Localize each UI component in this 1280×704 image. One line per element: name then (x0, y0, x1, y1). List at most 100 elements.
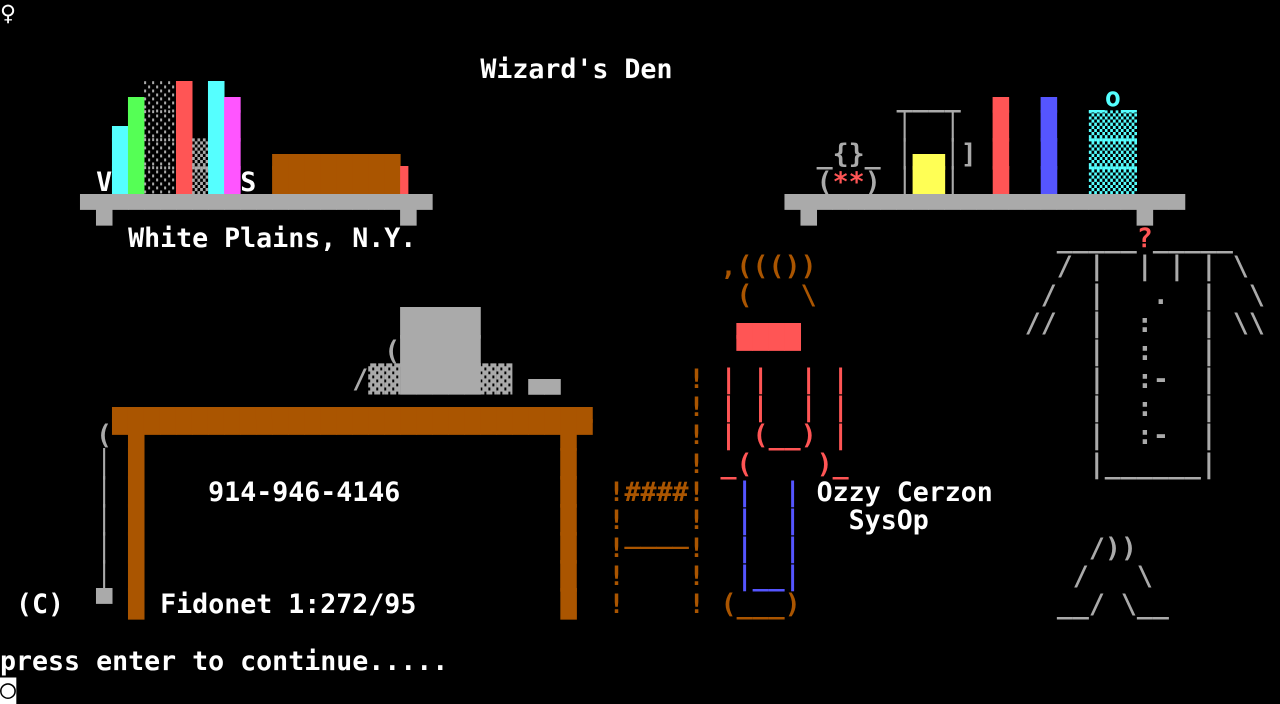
robe: / | | | | \ (1056, 251, 1249, 283)
terminal-row: ▄█░░█ ██ │ │ █ █ ▒▒▒ (0, 110, 1280, 142)
desk-leg: █ (560, 448, 577, 480)
computer-monitor: █████ (400, 364, 481, 396)
beaker-wall: │ (896, 166, 913, 198)
cp437-glyph-bottom-left: ◙ (0, 673, 17, 704)
wizard-leg: | (736, 476, 753, 508)
press-enter-prompt: press enter to continue..... (0, 645, 449, 677)
book: █ (208, 82, 225, 114)
cord: │ (96, 561, 113, 593)
book: █ (176, 82, 193, 114)
terminal-row: │ █ █ ! _( )_ |______| (0, 448, 1280, 480)
bottle-blue: █ (1040, 166, 1057, 198)
book: ▄ (224, 82, 241, 114)
wizard-leg: | (736, 504, 753, 536)
wizard-leg: | (736, 532, 753, 564)
terminal-row: ◙ (0, 673, 1280, 704)
beaker-wall: │ (944, 166, 961, 198)
bench: !####! (608, 476, 705, 508)
right-shelf: ▀█▀▀▀▀▀▀▀▀▀▀▀▀▀▀▀▀▀▀▀▀█▀▀ (784, 195, 1185, 227)
staff: ! (688, 448, 705, 480)
robe-shoulder: _____ (1056, 223, 1137, 255)
terminal-row: press enter to continue..... (0, 645, 1280, 677)
copyright: (C) (16, 589, 65, 621)
bottle-red: ▄ (992, 82, 1009, 114)
wizard-hair: \ (800, 279, 817, 311)
keyboard: ▄▄ (528, 364, 561, 396)
terminal-row: (█████ ▀▀▀▀ | : | (0, 335, 1280, 367)
terminal-row: ██░░█▒██ ▄▄▄▄▄▄▄▄ _{}_ │▄▄│] █ █ ▒▒▒ (0, 138, 1280, 170)
beaker-wall: │ (896, 138, 913, 170)
bottle-red: █ (992, 166, 1009, 198)
bottle-blue: █ (1040, 138, 1057, 170)
jar-body: ▒▒▒ (1088, 138, 1137, 170)
terminal-row: │ █ █ ! ! | | SysOp (0, 504, 1280, 536)
terminal-row: ▄░░█ █▄ ____ ▄ ▄ _o_ (0, 84, 1280, 112)
printer: ▓▓ (368, 364, 401, 396)
book: █ (176, 166, 193, 198)
robe: | :- | (1088, 364, 1217, 396)
desk-leg: █ (560, 589, 577, 621)
printer: ▓▓ (480, 364, 513, 396)
book: █ (224, 110, 241, 142)
desk-leg: █ (128, 532, 145, 564)
printer-paper: ( (384, 335, 401, 367)
wizard-face: ▄▄▄▄ (736, 307, 801, 339)
jar-body: ▒▒▒ (1088, 166, 1137, 198)
cord: ( (96, 420, 113, 452)
printer: / (352, 364, 369, 396)
jar-body: ▒▒▒ (1088, 110, 1137, 142)
book: ░░ (144, 110, 177, 142)
bottle-blue: ▄ (1040, 82, 1057, 114)
book: █ (128, 110, 145, 142)
computer-monitor: █████ (400, 335, 481, 367)
bottle-red: █ (992, 110, 1009, 142)
beaker-wall: │ (944, 138, 961, 170)
terminal-row: ▄▄▄▄▄▄▄▄▄▄▄▄▄▄▄▄▄▄▄▄▄▄▄▄▄▄▄▄▄▄ ! | | | |… (0, 394, 1280, 422)
staff: ! (688, 364, 705, 396)
wizard-leg: | (784, 476, 801, 508)
book: ▄ (128, 82, 145, 114)
bench: !────! (608, 532, 705, 564)
desk-leg: █ (128, 504, 145, 536)
beaker-liquid: ▄▄ (912, 138, 945, 170)
desk-leg: █ (128, 448, 145, 480)
book: ▒ (192, 138, 209, 170)
terminal-row: ( \ / | . | \ (0, 279, 1280, 311)
wizard-leg: | (784, 532, 801, 564)
jug-body: ) (864, 166, 881, 198)
terminal-row: █████ ▄▄▄▄ // | : | \\ (0, 307, 1280, 339)
bench: ! (608, 561, 625, 593)
shelf-bracket: ] (960, 138, 977, 170)
terminal-row: │ █ 914-946-4146 █ !####! | | Ozzy Cerzo… (0, 476, 1280, 508)
bottle-red: █ (992, 138, 1009, 170)
book: █ (224, 166, 241, 198)
terminal-row: (▀█▀▀▀▀▀▀▀▀▀▀▀▀▀▀▀▀▀▀▀▀▀▀▀▀▀▀█▀ ! | (__)… (0, 422, 1280, 450)
desk-leg: █ (560, 561, 577, 593)
robe: | :- | (1088, 420, 1217, 452)
terminal-row: │ █ █ ! ! |__| / \ (0, 563, 1280, 591)
book: ░░ (144, 166, 177, 198)
computer-monitor: █████ (400, 307, 481, 339)
wizard-leg: | (784, 504, 801, 536)
wizard-feet: (___) (720, 589, 801, 621)
terminal-row: /▓▓█████▓▓ ▄▄ ! | | | | | :- | (0, 364, 1280, 396)
terminal-row: ▀█▀▀▀▀▀▀▀▀▀▀▀▀▀▀▀▀▀▀█▀ ▀█▀▀▀▀▀▀▀▀▀▀▀▀▀▀▀… (0, 197, 1280, 225)
book: █ (208, 110, 225, 142)
book: █ (224, 138, 241, 170)
sysop-label: SysOp (848, 504, 929, 536)
book-letter: V (96, 166, 113, 198)
book: ░░ (144, 82, 177, 114)
staff: ! (688, 392, 705, 424)
jar-top: _o_ (1088, 82, 1137, 114)
cat: / (1072, 561, 1089, 593)
book-horizontal: ▄▄▄▄▄▄▄▄ (272, 138, 401, 170)
cord-base: ▀ (96, 589, 113, 621)
bench: ! (688, 561, 705, 593)
wizard-torso: | (__) | (720, 420, 849, 452)
bench: ! (688, 504, 705, 536)
wizard-torso: | | | | (720, 364, 849, 396)
terminal-row: White Plains, N.Y. _____?_____ (0, 225, 1280, 253)
terminal-row: (C) ▀ █ Fidonet 1:272/95 █ ! ! (___) __/… (0, 591, 1280, 619)
book: █ (208, 166, 225, 198)
